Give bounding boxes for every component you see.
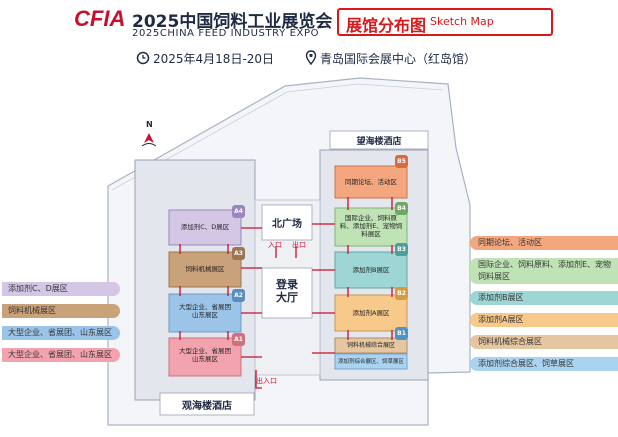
location-pin-icon [305, 50, 317, 66]
hall-b3: 添加剂B展区 [352, 266, 390, 274]
legend-right-item: 国际企业、饲料原料、添加剂E、宠物饲料展区 [470, 258, 618, 284]
map-title-cn: 展馆分布图 [346, 16, 427, 35]
tag-b3: B3 [395, 243, 408, 256]
tag-b1: B1 [395, 327, 408, 340]
hotel-wanghailou: 望海楼酒店 [356, 137, 402, 147]
legend-right-item: 添加剂综合展区、饲草展区 [470, 357, 618, 371]
logo-letter-f: F [89, 6, 103, 31]
exit-entrance-label: 出入口 [256, 377, 277, 385]
tag-a2: A2 [232, 289, 245, 302]
hall-b1: 饲料机械综合展区 [346, 342, 395, 349]
tag-a1: A1 [232, 333, 245, 346]
event-venue: 青岛国际会展中心（红岛馆） [320, 52, 477, 66]
hall-a4: 添加剂C、D展区 [180, 223, 230, 231]
hall-b4: 国际企业、饲料原料、添加剂E、宠物饲料展区 [339, 214, 403, 238]
legend-right-item: 添加剂B展区 [470, 291, 618, 305]
exit-label: 出口 [292, 241, 306, 249]
north-label: N [146, 120, 153, 129]
north-arrow-icon [141, 133, 157, 147]
page-title: 2025中国饲料工业展览会 [132, 12, 333, 32]
tag-b2: B2 [395, 287, 408, 300]
lobby-label: 登录大厅 [276, 278, 298, 304]
tag-a3: A3 [232, 247, 245, 260]
hotel-guanhailou: 观海楼酒店 [182, 401, 232, 412]
hall-a3: 饲料机械展区 [185, 265, 225, 273]
tag-a4: A4 [232, 205, 245, 218]
event-date: 2025年4月18日-20日 [153, 52, 275, 66]
hall-b2: 添加剂A展区 [352, 309, 390, 317]
legend-left-item: 添加剂C、D展区 [2, 282, 120, 296]
page-subtitle: 2025CHINA FEED INDUSTRY EXPO [132, 28, 320, 39]
logo-letter-a: A [109, 6, 125, 31]
hall-b5: 同期论坛、活动区 [345, 178, 397, 186]
legend-right-item: 添加剂A展区 [470, 313, 618, 327]
tag-b4: B4 [395, 202, 408, 215]
legend-right-item: 同期论坛、活动区 [470, 236, 618, 250]
legend-left-item: 饲料机械展区 [2, 304, 120, 318]
entrance-label: 入口 [268, 241, 282, 249]
tag-b5: B5 [395, 155, 408, 168]
legend-right-item: 饲料机械综合展区 [470, 335, 618, 349]
logo-letter-i: I [103, 6, 109, 31]
cfia-logo: C F I A [74, 6, 125, 31]
map-title-en: Sketch Map [430, 15, 494, 28]
hall-b1-south: 添加剂综合展区、饲草展区 [337, 359, 404, 365]
map-title-box [337, 8, 553, 36]
logo-letter-c: C [74, 6, 90, 31]
legend-left-item: 大型企业、省展团、山东展区 [2, 326, 120, 340]
clock-icon [136, 51, 150, 65]
hall-a1: 大型企业、省展团山东展区 [179, 347, 231, 363]
legend-left-item: 大型企业、省展团、山东展区 [2, 348, 120, 362]
north-plaza-label: 北广场 [272, 219, 302, 230]
hall-a2: 大型企业、省展团山东展区 [179, 303, 231, 319]
